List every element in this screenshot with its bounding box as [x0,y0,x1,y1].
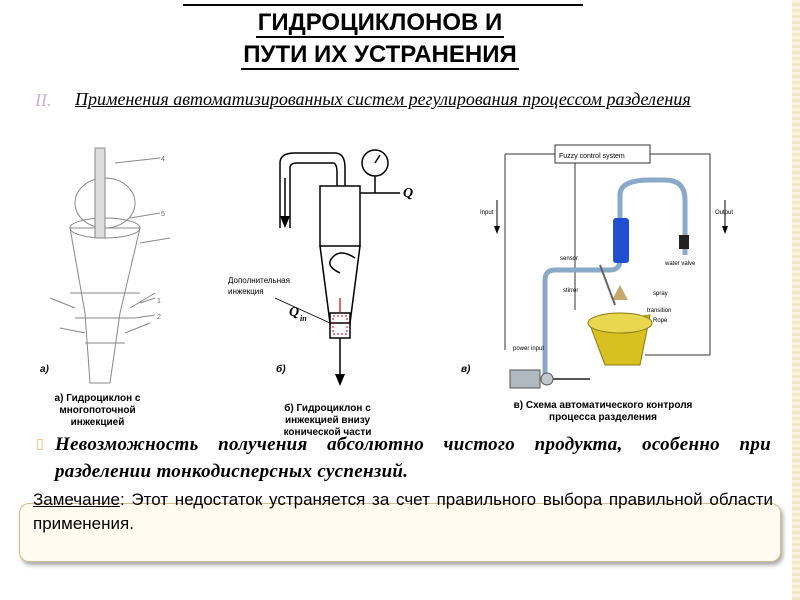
figure-c-letter: в) [461,364,471,375]
note-text: Замечание: Этот недостаток устраняется з… [33,488,773,536]
section-marker: II. [35,90,52,110]
figure-c-rope-label: Rope [653,318,668,324]
figure-a-letter: а) [40,364,49,375]
note-box [19,503,781,562]
note-label: Замечание [33,490,120,509]
figure-a-label-3: 1 [157,298,161,305]
figure-c-input-label: Input [480,210,494,216]
decorative-right-band [792,0,800,600]
note-body: : Этот недостаток устраняется за счет пр… [33,490,773,533]
bullet-marker: ▯ [36,437,44,452]
figure-b-q-label: Q [403,186,413,201]
figure-b-qin-label: Q [289,305,299,320]
figure-c-stirrer-label: stirrer [563,288,578,294]
figure-c-power-label: power input [513,346,544,352]
figure-b-letter: б) [276,364,286,375]
figure-c-water-valve-label: water valve [664,261,696,267]
figure-a-label-2: 5 [161,211,165,218]
main-point-text: Невозможность получения абсолютно чистог… [55,434,771,482]
page-title-line-1: ГИДРОЦИКЛОНОВ И [255,9,505,38]
figure-c-control-scheme: Fuzzy control system Input Output sensor… [480,144,733,389]
section-subtitle: Применения автоматизированных систем рег… [75,89,691,109]
figure-b-hydrocyclone-diagram: Q Q in [274,149,413,386]
figure-c-spray-label: spray [653,291,668,297]
page-title-line-2: ПУТИ ИХ УСТРАНЕНИЯ [241,41,519,70]
title-overline [183,4,583,6]
figure-c-caption: в) Схема автоматического контроля процес… [513,400,693,423]
figure-a-hydrocyclone-diagram: 4 5 1 2 [49,147,171,384]
figure-a-caption: а) Гидроциклон с многопоточной инжекцией [54,393,141,428]
figure-a-label-1: 4 [161,156,165,163]
figure-c-output-label: Output [715,210,733,216]
figure-c-fuzzy-label: Fuzzy control system [559,153,625,160]
figure-a-label-4: 2 [157,314,161,321]
figure-c-sensor-label: sensor [560,256,578,262]
figure-b-injection-label: Дополнительная инжекция [228,276,290,296]
figure-c-transition-label: transition [647,308,671,314]
figure-b-caption: б) Гидроциклон с инжекцией внизу коничес… [283,403,372,438]
figure-b-qin-subscript: in [300,314,307,323]
